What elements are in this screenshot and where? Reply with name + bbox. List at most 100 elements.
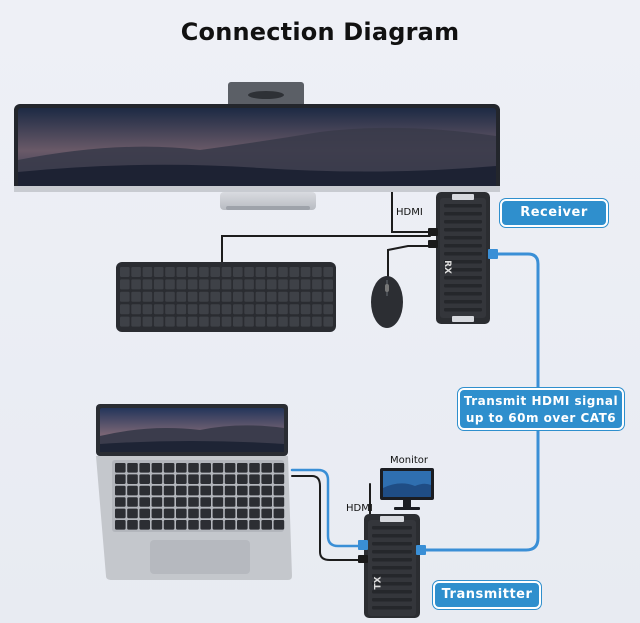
key	[187, 279, 198, 290]
key	[278, 304, 288, 315]
key	[142, 316, 153, 327]
key	[233, 291, 243, 302]
key	[188, 508, 199, 519]
keyboard-cable	[221, 235, 431, 263]
key	[165, 316, 175, 327]
key	[176, 508, 187, 519]
key	[200, 463, 211, 473]
key	[127, 508, 138, 519]
key	[261, 474, 272, 484]
key	[249, 520, 260, 530]
keyboard	[116, 262, 336, 332]
key	[115, 497, 126, 507]
key	[224, 497, 236, 507]
key	[289, 279, 300, 290]
monitor-label: Monitor	[390, 455, 429, 466]
key	[165, 304, 175, 315]
key	[266, 291, 277, 302]
key	[115, 474, 126, 484]
key	[273, 508, 285, 519]
key	[142, 291, 153, 302]
heatsink-rib	[444, 268, 482, 272]
key	[163, 485, 175, 496]
key	[261, 485, 272, 496]
key	[151, 463, 163, 473]
heatsink-rib	[444, 260, 482, 264]
key	[323, 316, 333, 327]
key	[200, 474, 211, 484]
key	[151, 497, 163, 507]
key	[127, 485, 138, 496]
heatsink-rib	[444, 276, 482, 280]
key	[200, 508, 211, 519]
key	[212, 520, 224, 530]
key	[244, 291, 254, 302]
key	[255, 279, 266, 290]
mouse	[371, 276, 403, 328]
key	[312, 267, 322, 277]
key	[131, 267, 141, 277]
heatsink-rib	[444, 236, 482, 240]
key	[176, 279, 187, 290]
key	[233, 267, 243, 277]
heatsink-rib	[372, 574, 412, 578]
heatsink-rib	[372, 606, 412, 610]
key	[127, 463, 138, 473]
heatsink-rib	[444, 228, 482, 232]
key	[255, 304, 266, 315]
key	[273, 520, 285, 530]
key	[278, 267, 288, 277]
key	[266, 279, 277, 290]
key	[289, 291, 300, 302]
key	[244, 304, 254, 315]
key	[237, 508, 248, 519]
key	[200, 497, 211, 507]
key	[249, 497, 260, 507]
key	[151, 508, 163, 519]
key	[312, 316, 322, 327]
key	[120, 304, 130, 315]
key	[212, 474, 224, 484]
key	[139, 474, 150, 484]
key	[188, 520, 199, 530]
heatsink-rib	[444, 204, 482, 208]
key	[289, 267, 300, 277]
key	[273, 463, 285, 473]
key	[255, 267, 266, 277]
key	[120, 279, 130, 290]
desktop-monitor	[14, 82, 500, 210]
transmitter-tag: Transmitter	[433, 581, 541, 609]
key	[199, 279, 209, 290]
receiver-unit	[428, 192, 498, 324]
key	[278, 279, 288, 290]
key	[115, 485, 126, 496]
heatsink-rib	[372, 526, 412, 530]
key	[221, 291, 232, 302]
key	[249, 474, 260, 484]
key	[151, 520, 163, 530]
heatsink-rib	[372, 558, 412, 562]
key	[199, 267, 209, 277]
key	[200, 520, 211, 530]
heatsink-rib	[444, 212, 482, 216]
key	[115, 520, 126, 530]
heatsink-rib	[444, 252, 482, 256]
key	[323, 291, 333, 302]
key	[300, 304, 311, 315]
signal-line-2: up to 60m over CAT6	[465, 411, 617, 425]
key	[249, 508, 260, 519]
key	[163, 508, 175, 519]
key	[131, 279, 141, 290]
key	[188, 485, 199, 496]
key	[273, 485, 285, 496]
key	[237, 485, 248, 496]
key	[212, 508, 224, 519]
heatsink-rib	[444, 308, 482, 312]
key	[176, 497, 187, 507]
key	[237, 474, 248, 484]
key	[266, 304, 277, 315]
key	[210, 291, 220, 302]
key	[255, 291, 266, 302]
